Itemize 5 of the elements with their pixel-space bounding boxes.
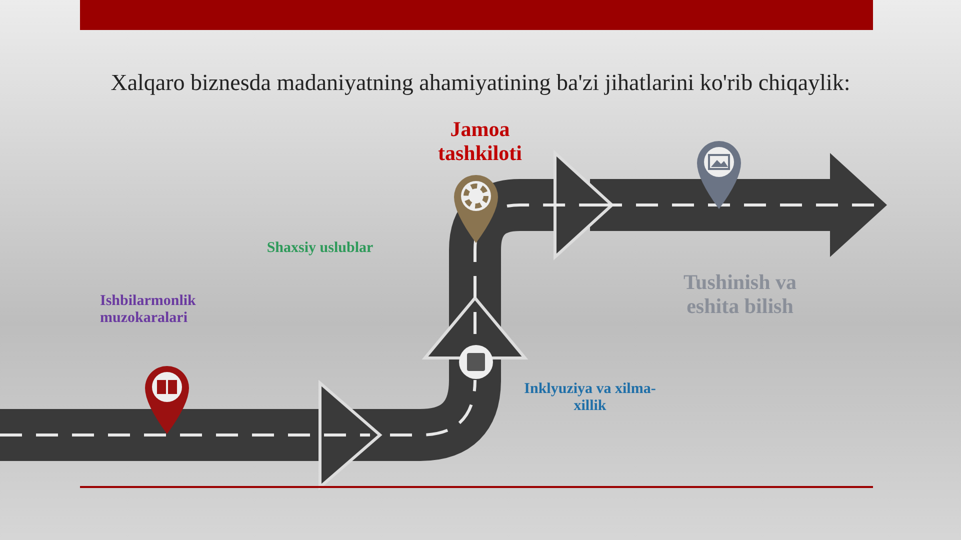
- step-label: Jamoa tashkiloti: [436, 117, 524, 166]
- title: Xalqaro biznesda madaniyatning ahamiyatining ba'zi jihatlarini ko'rib chiqaylik:: [110, 70, 852, 96]
- step-label: Shaxsiy uslublar: [266, 240, 374, 258]
- step-label: Inklyuziya va xilma-xillik: [523, 381, 657, 416]
- step-label: Ishbilarmonlik muzokaralari: [100, 293, 197, 328]
